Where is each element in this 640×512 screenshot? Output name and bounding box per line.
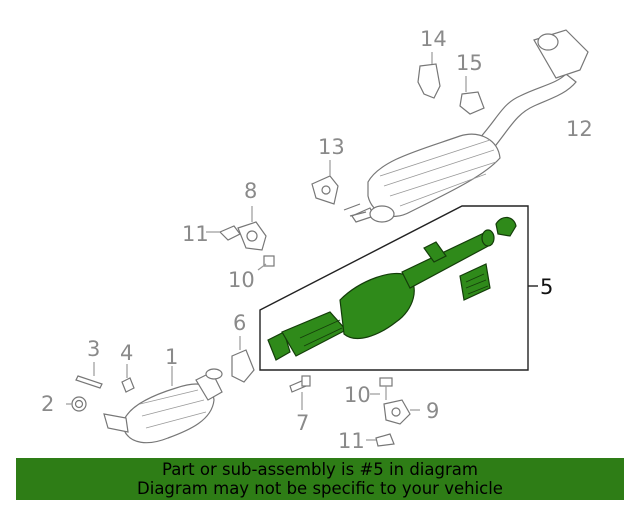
nut-4 <box>121 364 135 393</box>
bracket-8 <box>237 206 267 251</box>
callout-5: 5 <box>540 275 553 299</box>
callout-11-lower: 11 <box>338 429 365 453</box>
banner-line-2: Diagram may not be specific to your vehi… <box>137 479 503 498</box>
gasket-11-lower <box>366 433 395 447</box>
muffler-assembly <box>343 29 589 223</box>
nut-10-upper <box>257 255 275 271</box>
callout-2: 2 <box>41 392 54 416</box>
hanger-14 <box>417 52 441 99</box>
callout-15: 15 <box>456 51 483 75</box>
callout-7: 7 <box>296 411 309 435</box>
bolt-7 <box>289 375 311 410</box>
info-banner: Part or sub-assembly is #5 in diagram Di… <box>16 458 624 500</box>
callout-12: 12 <box>566 117 593 141</box>
catalytic-converter-1 <box>103 366 223 444</box>
bracket-13 <box>311 160 339 205</box>
callout-13: 13 <box>318 135 345 159</box>
callout-14: 14 <box>420 27 447 51</box>
gasket-6 <box>231 336 255 383</box>
hanger-15 <box>459 76 485 115</box>
stud-3 <box>75 362 103 389</box>
bolt-10-lower <box>370 377 393 400</box>
callout-6: 6 <box>233 311 246 335</box>
bracket-9 <box>383 399 420 425</box>
callout-8: 8 <box>244 179 257 203</box>
callout-11-upper: 11 <box>182 222 209 246</box>
callout-10-upper: 10 <box>228 268 255 292</box>
callout-4: 4 <box>120 341 133 365</box>
ring-2 <box>66 396 87 412</box>
callout-3: 3 <box>87 337 100 361</box>
banner-line-1: Part or sub-assembly is #5 in diagram <box>162 460 478 479</box>
callout-10-lower: 10 <box>344 383 371 407</box>
dpf-assembly-5 <box>267 216 517 361</box>
callout-1: 1 <box>165 345 178 369</box>
gasket-11-upper <box>206 225 241 241</box>
callout-9: 9 <box>426 399 439 423</box>
callout-labels: 14 15 12 13 8 11 10 6 5 3 4 1 2 10 9 7 1… <box>41 27 593 453</box>
